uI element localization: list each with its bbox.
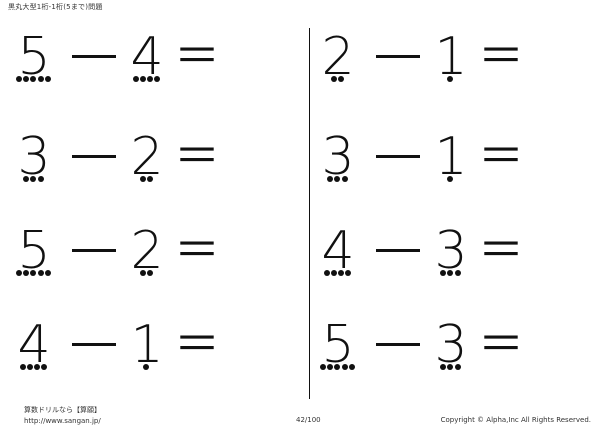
- count-dot: [327, 364, 334, 370]
- count-dot: [37, 176, 44, 182]
- count-dot: [30, 270, 37, 276]
- minus-sign: [376, 155, 420, 158]
- count-dot: [337, 76, 344, 82]
- equals-sign: ＝: [478, 29, 524, 83]
- subtrahend-dots: [139, 176, 154, 183]
- equals-sign: ＝: [174, 317, 220, 371]
- subtrahend-dots: [132, 76, 162, 83]
- count-dot: [139, 76, 146, 82]
- count-dot: [132, 76, 139, 82]
- minus-sign: [72, 343, 116, 346]
- count-dot: [19, 364, 26, 370]
- count-dot: [44, 270, 51, 276]
- count-dot: [447, 364, 454, 370]
- minuend-dots: [16, 76, 52, 83]
- count-dot: [334, 176, 341, 182]
- count-dot: [26, 364, 33, 370]
- minuend-dots: [327, 176, 349, 183]
- footer-site-name: 算数ドリルなら【算願】: [24, 406, 101, 414]
- count-dot: [30, 76, 37, 82]
- count-dot: [447, 270, 454, 276]
- minuend-dots: [23, 176, 45, 183]
- center-divider: [309, 28, 310, 399]
- subtrahend-dots: [447, 176, 454, 183]
- count-dot: [330, 270, 337, 276]
- equals-sign: ＝: [174, 223, 220, 277]
- minuend-dots: [323, 270, 353, 277]
- count-dot: [33, 364, 40, 370]
- equals-sign: ＝: [478, 223, 524, 277]
- footer-url-link[interactable]: http://www.sangan.jp/: [24, 417, 101, 425]
- minuend-dots: [19, 364, 49, 371]
- copyright-notice: Copyright © Alpha,Inc All Rights Reserve…: [440, 416, 591, 424]
- count-dot: [23, 176, 30, 182]
- equals-sign: ＝: [478, 129, 524, 183]
- minus-sign: [376, 343, 420, 346]
- count-dot: [139, 270, 146, 276]
- equals-sign: ＝: [174, 29, 220, 83]
- minuend-dots: [330, 76, 345, 83]
- minus-sign: [72, 155, 116, 158]
- count-dot: [146, 76, 153, 82]
- count-dot: [447, 176, 454, 182]
- minus-sign: [376, 55, 420, 58]
- count-dot: [30, 176, 37, 182]
- minuend-dots: [320, 364, 356, 371]
- minus-sign: [72, 55, 116, 58]
- count-dot: [146, 176, 153, 182]
- count-dot: [440, 270, 447, 276]
- count-dot: [454, 364, 461, 370]
- count-dot: [23, 76, 30, 82]
- count-dot: [143, 364, 150, 370]
- count-dot: [16, 270, 22, 276]
- count-dot: [341, 364, 348, 370]
- count-dot: [330, 76, 337, 82]
- count-dot: [146, 270, 153, 276]
- subtrahend-dots: [440, 364, 462, 371]
- minuend-dots: [16, 270, 52, 277]
- count-dot: [334, 364, 341, 370]
- document-title: 黒丸大型1桁-1桁(5まで)問題: [8, 3, 103, 11]
- minus-sign: [72, 249, 116, 252]
- equals-sign: ＝: [174, 129, 220, 183]
- minus-sign: [376, 249, 420, 252]
- count-dot: [41, 364, 48, 370]
- count-dot: [345, 270, 352, 276]
- count-dot: [323, 270, 330, 276]
- count-dot: [154, 76, 161, 82]
- count-dot: [320, 364, 326, 370]
- subtrahend-dots: [143, 364, 150, 371]
- count-dot: [139, 176, 146, 182]
- count-dot: [16, 76, 22, 82]
- count-dot: [440, 364, 447, 370]
- count-dot: [447, 76, 454, 82]
- count-dot: [44, 76, 51, 82]
- subtrahend-dots: [440, 270, 462, 277]
- count-dot: [327, 176, 334, 182]
- equals-sign: ＝: [478, 317, 524, 371]
- count-dot: [454, 270, 461, 276]
- subtrahend-dots: [139, 270, 154, 277]
- count-dot: [37, 270, 44, 276]
- count-dot: [337, 270, 344, 276]
- count-dot: [37, 76, 44, 82]
- count-dot: [341, 176, 348, 182]
- footer-left: 算数ドリルなら【算願】 http://www.sangan.jp/: [24, 405, 101, 427]
- count-dot: [348, 364, 355, 370]
- subtrahend-dots: [447, 76, 454, 83]
- page-number: 42/100: [296, 416, 321, 424]
- count-dot: [23, 270, 30, 276]
